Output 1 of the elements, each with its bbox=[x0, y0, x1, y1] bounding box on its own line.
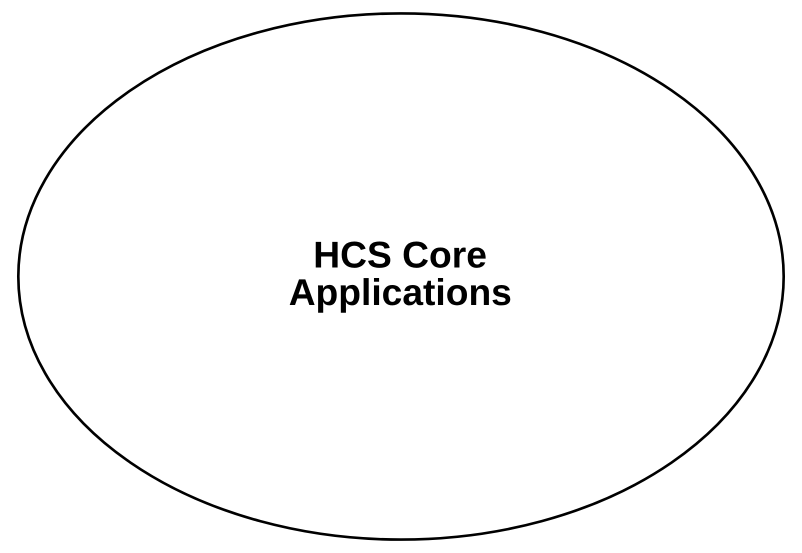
node-ellipse: HCS Core Applications bbox=[16, 12, 786, 541]
